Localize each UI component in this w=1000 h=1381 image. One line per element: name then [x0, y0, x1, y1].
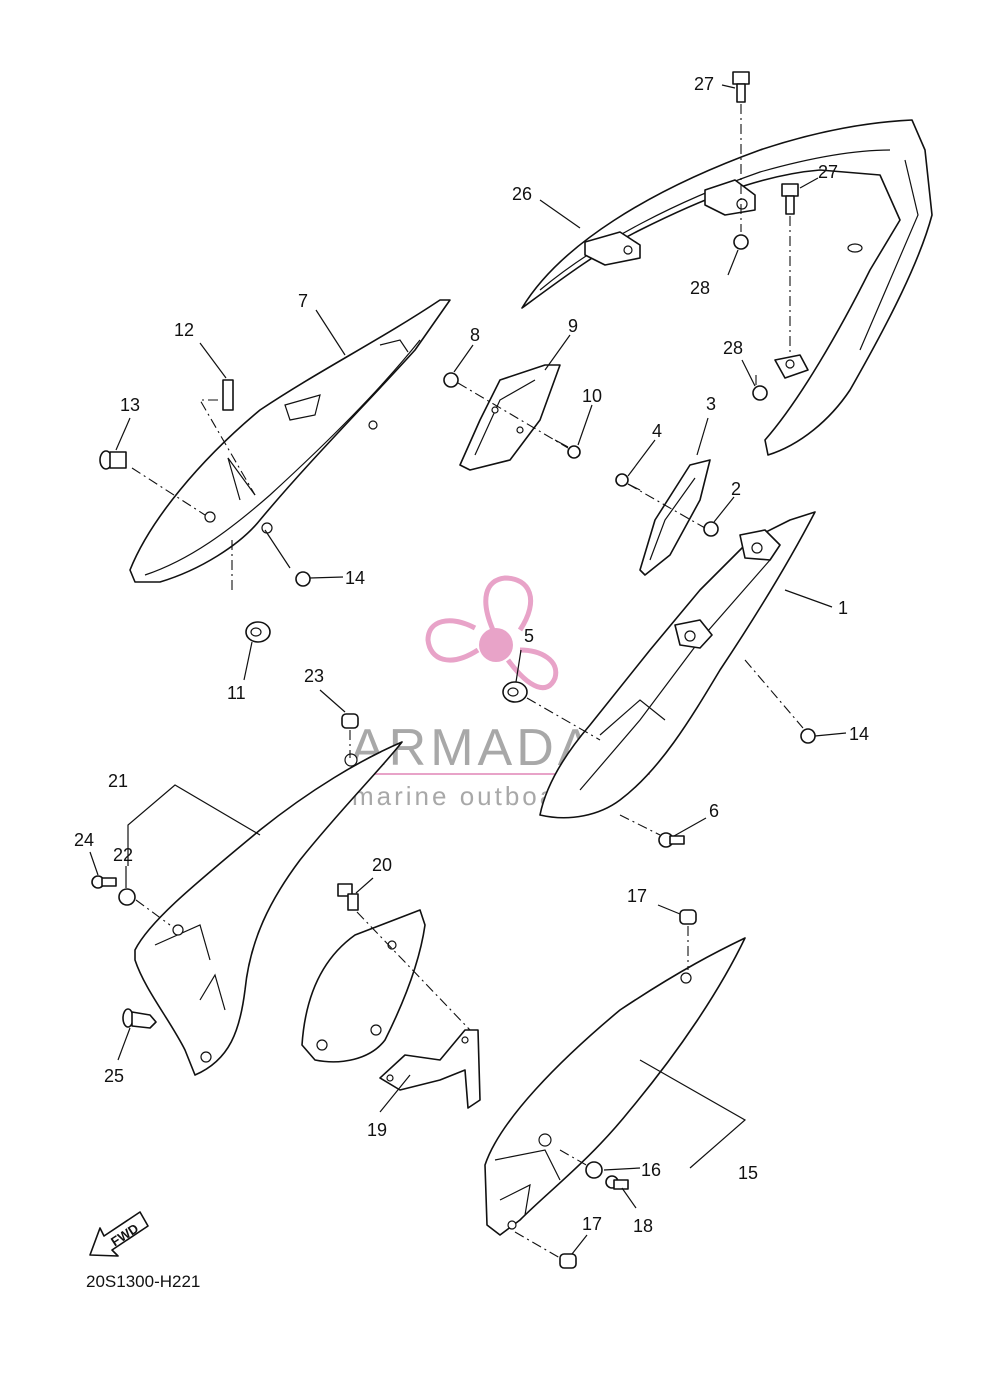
callout-18: 18: [633, 1216, 653, 1236]
callout-9: 9: [568, 316, 578, 336]
callout-16: 16: [641, 1160, 661, 1180]
grab-bar-part: [521, 119, 933, 456]
clip-14a-icon: [295, 571, 311, 587]
callout-15: 15: [738, 1163, 758, 1183]
callout-17b: 17: [582, 1214, 602, 1234]
collar-22-icon: [118, 888, 136, 906]
screw-4-icon: [615, 473, 641, 491]
inner-panel-part: [301, 909, 426, 1063]
diagram-code: 20S1300-H221: [86, 1272, 200, 1291]
grommet-17a-icon: [679, 909, 697, 925]
callout-11: 11: [227, 683, 246, 703]
bolt-27b-icon: [781, 183, 799, 215]
callout-labels: 27 27 26 28 28 7 12 13 8 9 10 3 4 2 1 14…: [74, 74, 869, 1236]
callout-27b: 27: [818, 162, 838, 182]
screw-18-icon: [605, 1175, 629, 1190]
collar-2-icon: [703, 521, 719, 537]
collar-16-icon: [585, 1161, 603, 1179]
bracket-3-part: [639, 459, 711, 576]
callout-27a: 27: [694, 74, 714, 94]
leader-lines: [89, 84, 847, 1255]
nut-28b-icon: [752, 385, 768, 401]
callout-5: 5: [524, 626, 534, 646]
mounting-bracket-19-part: [379, 1029, 481, 1109]
callout-10: 10: [582, 386, 602, 406]
assembly-lines: [131, 104, 804, 1259]
callout-2: 2: [731, 479, 741, 499]
callout-13: 13: [120, 395, 140, 415]
callout-26: 26: [512, 184, 532, 204]
callout-28a: 28: [690, 278, 710, 298]
propeller-logo-icon: [425, 575, 559, 691]
grommet-11-icon: [245, 621, 271, 643]
callout-8: 8: [470, 325, 480, 345]
nut-28a-icon: [733, 234, 749, 250]
grommet-23-icon: [341, 713, 359, 729]
screw-10-icon: [554, 439, 581, 459]
callout-6: 6: [709, 801, 719, 821]
rivet-25-icon: [122, 1008, 157, 1029]
callout-22: 22: [113, 845, 133, 865]
callout-3: 3: [706, 394, 716, 414]
bolt-20-icon: [337, 883, 359, 911]
callout-14b: 14: [849, 724, 869, 744]
grommet-17b-icon: [559, 1253, 577, 1269]
clip-14b-icon: [800, 728, 816, 744]
callout-25: 25: [104, 1066, 124, 1086]
clip-12-icon: [222, 379, 234, 411]
callout-20: 20: [372, 855, 392, 875]
callout-1: 1: [838, 598, 848, 618]
callout-21: 21: [108, 771, 128, 791]
callout-14a: 14: [345, 568, 365, 588]
callout-12: 12: [174, 320, 194, 340]
frame-bracket-part: [539, 511, 816, 819]
grommet-5-icon: [502, 681, 528, 703]
callout-23: 23: [304, 666, 324, 686]
callout-4: 4: [652, 421, 662, 441]
callout-7: 7: [298, 291, 308, 311]
side-cover-left-part: [129, 299, 451, 583]
collar-8-icon: [443, 372, 459, 388]
side-cover-lower-left-part: [134, 741, 403, 1076]
fasteners: [91, 71, 816, 1269]
rivet-13-icon: [99, 450, 127, 470]
callout-28b: 28: [723, 338, 743, 358]
bolt-27a-icon: [732, 71, 750, 103]
callout-17a: 17: [627, 886, 647, 906]
screw-24-icon: [91, 875, 117, 889]
bracket-9-part: [459, 364, 561, 471]
bolt-6-icon: [658, 832, 685, 848]
side-cover-lower-right-part: [484, 937, 746, 1236]
fwd-arrow-icon: FWD: [89, 1211, 149, 1257]
callout-19: 19: [367, 1120, 387, 1140]
callout-24: 24: [74, 830, 94, 850]
